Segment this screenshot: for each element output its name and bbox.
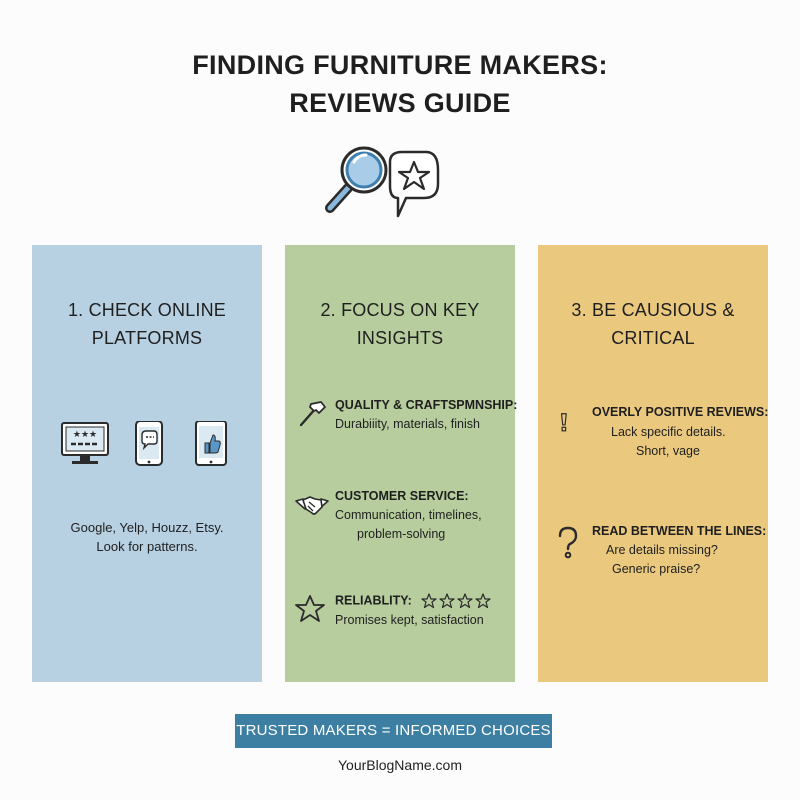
page-title: FINDING FURNITURE MAKERS: REVIEWS GUIDE	[0, 46, 800, 122]
card-title-line-2: PLATFORMS	[91, 328, 203, 348]
star-icon	[295, 595, 325, 622]
warning-detail-2: Short, vage	[636, 444, 700, 458]
card-title: 3. BE CAUSIOUS & CRITICAL	[538, 296, 768, 352]
page-title-line-2: REVIEWS GUIDE	[289, 88, 511, 118]
card-title-line-1: 3. BE CAUSIOUS &	[571, 300, 735, 320]
card-focus-key-insights: 2. FOCUS ON KEY INSIGHTS QUALITY & CRAFT…	[285, 245, 518, 682]
desktop-rating-icon: ★★★	[61, 422, 109, 464]
magnifier-speech-star-icon	[325, 146, 440, 218]
rating-stars-icon	[421, 593, 491, 609]
page-title-line-1: FINDING FURNITURE MAKERS:	[192, 50, 608, 80]
tablet-thumbs-up-icon	[195, 421, 227, 466]
platforms-description: Google, Yelp, Houzz, Etsy. Look for patt…	[32, 518, 262, 556]
card-title: 2. FOCUS ON KEY INSIGHTS	[285, 296, 515, 352]
card-title-line-1: 2. FOCUS ON KEY	[320, 300, 480, 320]
devices-group: ★★★	[61, 421, 227, 466]
warning-heading: READ BETWEEN THE LINES:	[592, 524, 767, 538]
platforms-list: Google, Yelp, Houzz, Etsy.	[70, 520, 224, 535]
warning-detail: Lack specific details.	[611, 425, 726, 439]
card-be-cautious-critical: 3. BE CAUSIOUS & CRITICAL OVERLY POSITIV…	[538, 245, 768, 682]
card-check-online-platforms: 1. CHECK ONLINE PLATFORMS ★★★	[32, 245, 262, 682]
insight-heading: RELIABLITY:	[335, 593, 493, 609]
insight-detail: Promises kept, satisfaction	[335, 613, 484, 627]
insight-detail: Durabiiity, materials, finish	[335, 417, 480, 431]
card-title-line-1: 1. CHECK ONLINE	[67, 300, 227, 320]
question-icon	[558, 526, 578, 559]
insight-heading: CUSTOMER SERVICE:	[335, 489, 469, 503]
warning-heading: OVERLY POSITIVE REVIEWS:	[592, 405, 769, 419]
card-title-line-2: INSIGHTS	[356, 328, 444, 348]
insight-detail-2: problem-solving	[357, 527, 446, 541]
card-title-line-2: CRITICAL	[611, 328, 695, 348]
insight-heading: QUALITY & CRAFTSPMNSHIP:	[335, 398, 518, 412]
insight-heading-text: RELIABLITY:	[335, 593, 412, 608]
hammer-icon	[299, 401, 326, 427]
insight-detail: Communication, timelines,	[335, 508, 482, 522]
exclamation-icon	[560, 413, 567, 432]
warning-detail-2: Generic praise?	[612, 562, 701, 576]
svg-text:★★★: ★★★	[73, 430, 97, 440]
card-title: 1. CHECK ONLINE PLATFORMS	[32, 296, 262, 352]
platforms-tip: Look for patterns.	[96, 539, 198, 554]
warning-detail: Are details missing?	[606, 543, 718, 557]
handshake-icon	[295, 496, 329, 515]
phone-chat-icon	[135, 421, 163, 466]
footer-site-name: YourBlogName.com	[338, 757, 462, 773]
summary-banner: TRUSTED MAKERS = INFORMED CHOICES	[235, 714, 552, 748]
